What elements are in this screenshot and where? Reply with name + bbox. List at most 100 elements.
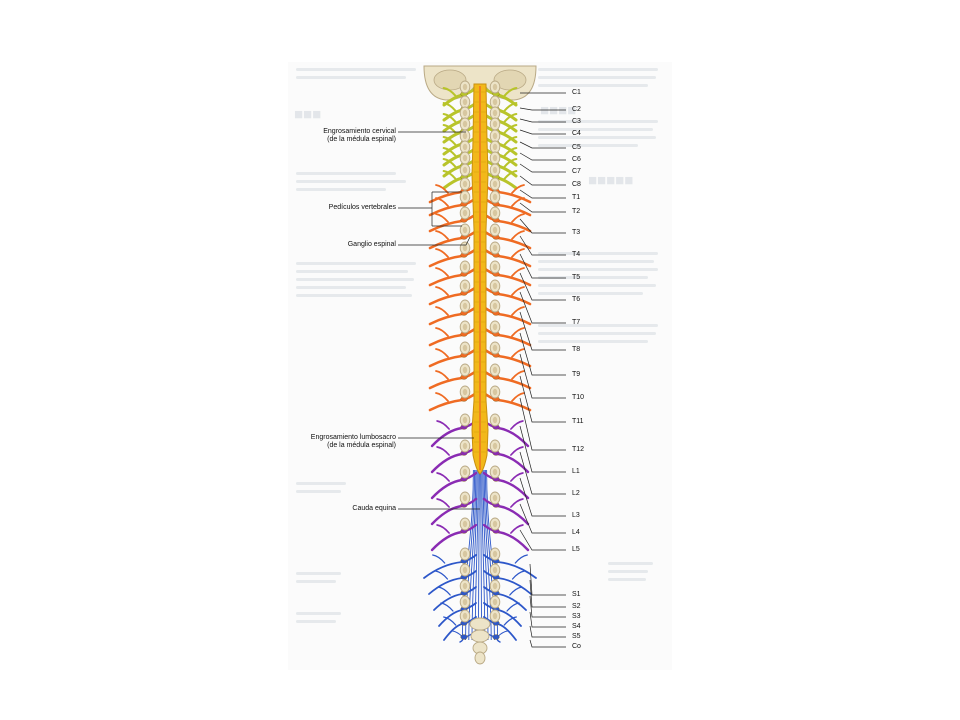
pedicle-shading bbox=[462, 344, 468, 352]
nerve-branch bbox=[510, 524, 524, 534]
pedicle-shading bbox=[492, 209, 498, 217]
pedicle-shading bbox=[462, 566, 468, 574]
leader-ganglion bbox=[398, 236, 471, 246]
pedicle-shading bbox=[462, 226, 468, 234]
leader-c2 bbox=[519, 107, 566, 111]
leader-t3 bbox=[519, 218, 566, 234]
nerve-branch bbox=[434, 570, 449, 580]
leader-t12 bbox=[519, 397, 566, 451]
nerve-root-l3-right bbox=[482, 471, 530, 500]
leader-c5 bbox=[519, 141, 566, 149]
spinal-ganglion bbox=[492, 634, 500, 640]
leader-l5 bbox=[519, 529, 566, 551]
nerve-branch bbox=[436, 498, 450, 508]
nerve-branch bbox=[440, 602, 454, 612]
nerve-branch bbox=[435, 286, 449, 296]
pedicle-shading bbox=[462, 209, 468, 217]
level-label-s5: S5 bbox=[572, 633, 581, 640]
level-label-t12: T12 bbox=[572, 446, 585, 453]
annotation-lumbosacral-line2: (de la médula espinal) bbox=[327, 442, 396, 449]
pedicle-shading bbox=[462, 494, 468, 502]
nerve-root-l4-right bbox=[482, 497, 530, 526]
spinal-ganglion bbox=[460, 634, 468, 640]
level-label-l5: L5 bbox=[572, 546, 580, 553]
pedicle-shading bbox=[492, 598, 498, 606]
nerve-branch bbox=[510, 446, 524, 456]
pedicle-shading bbox=[462, 282, 468, 290]
nerve-branch bbox=[510, 472, 524, 482]
pedicle-shading bbox=[492, 520, 498, 528]
nerve-branch bbox=[511, 348, 525, 358]
nerve-branch bbox=[437, 586, 451, 596]
nerve-branch bbox=[442, 169, 457, 181]
level-label-s3: S3 bbox=[572, 613, 581, 620]
level-label-c5: C5 bbox=[572, 144, 581, 151]
nerve-branch bbox=[435, 306, 449, 316]
level-label-t2: T2 bbox=[572, 208, 581, 215]
nerve-branch bbox=[435, 230, 449, 240]
annotation-lumbosacral-line1: Engrosamiento lumbosacro bbox=[310, 434, 396, 441]
leader-t9 bbox=[519, 332, 566, 376]
pedicle-shading bbox=[462, 550, 468, 558]
leader-l1 bbox=[519, 425, 566, 473]
annotation-cervical-enlargement: Engrosamiento cervical (de la médula esp… bbox=[250, 128, 396, 144]
level-label-s1: S1 bbox=[572, 591, 581, 598]
pedicle-shading bbox=[462, 612, 468, 620]
level-label-l4: L4 bbox=[572, 529, 580, 536]
level-label-t1: T1 bbox=[572, 194, 581, 201]
pedicle-shading bbox=[462, 263, 468, 271]
nerve-branch bbox=[442, 135, 457, 147]
nerve-branch bbox=[511, 213, 525, 223]
level-label-t3: T3 bbox=[572, 229, 581, 236]
level-label-c7: C7 bbox=[572, 168, 581, 175]
pedicle-shading bbox=[492, 244, 498, 252]
level-label-t7: T7 bbox=[572, 319, 581, 326]
pedicle-shading bbox=[492, 193, 498, 201]
pedicle-shading bbox=[492, 494, 498, 502]
pedicle-shading bbox=[462, 598, 468, 606]
nerve-branch bbox=[511, 392, 525, 402]
nerve-branch bbox=[511, 184, 525, 194]
pedicle-shading bbox=[492, 282, 498, 290]
pedicle-shading bbox=[492, 388, 498, 396]
pedicle-shading bbox=[462, 180, 468, 188]
leader-t7 bbox=[519, 291, 566, 324]
nerve-branch bbox=[436, 524, 450, 534]
pedicle-shading bbox=[492, 344, 498, 352]
nerve-branch bbox=[436, 446, 450, 456]
level-label-t8: T8 bbox=[572, 346, 581, 353]
nerve-root-l1-left bbox=[430, 419, 478, 448]
level-label-s2: S2 bbox=[572, 603, 581, 610]
nerve-root-l3-left bbox=[430, 471, 478, 500]
nerve-branch bbox=[442, 112, 457, 124]
nerve-branch bbox=[503, 135, 518, 147]
pedicle-shading bbox=[462, 582, 468, 590]
sacral-coccygeal-segment bbox=[474, 651, 486, 665]
nerve-branch bbox=[435, 248, 449, 258]
leader-t10 bbox=[519, 353, 566, 399]
pedicle-shading bbox=[492, 154, 498, 162]
nerve-branch bbox=[435, 213, 449, 223]
pedicle-shading bbox=[492, 366, 498, 374]
annotation-cervical-line1: Engrosamiento cervical bbox=[323, 128, 396, 135]
level-label-t4: T4 bbox=[572, 251, 581, 258]
nerve-branch bbox=[435, 267, 449, 277]
nerve-branch bbox=[442, 86, 457, 98]
pedicle-shading bbox=[492, 442, 498, 450]
pedicle-shading bbox=[492, 83, 498, 91]
nerve-branch bbox=[442, 157, 457, 169]
pedicle-shading bbox=[462, 120, 468, 128]
leader-t4 bbox=[519, 235, 566, 256]
leader-t6 bbox=[519, 272, 566, 301]
level-label-s4: S4 bbox=[572, 623, 581, 630]
level-label-t5: T5 bbox=[572, 274, 581, 281]
level-label-c6: C6 bbox=[572, 156, 581, 163]
sacral-coccygeal-segment bbox=[470, 629, 490, 643]
pedicle-shading bbox=[462, 154, 468, 162]
nerve-branch bbox=[443, 616, 457, 626]
level-label-c8: C8 bbox=[572, 181, 581, 188]
pedicle-shading bbox=[492, 166, 498, 174]
leader-s2 bbox=[529, 579, 566, 608]
pedicle-shading bbox=[492, 566, 498, 574]
pedicle-shading bbox=[492, 120, 498, 128]
